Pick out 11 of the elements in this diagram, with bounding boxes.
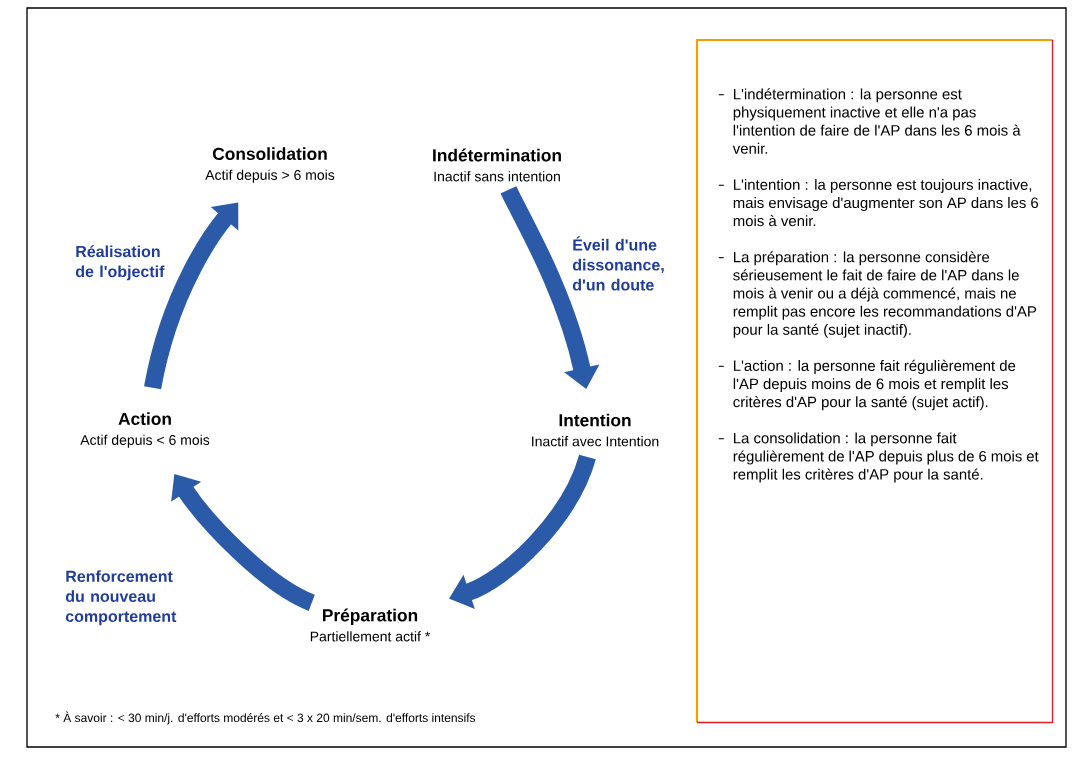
description-box: L'indétermination : la personne est physiquement inactive et elle n'a pas l'intention de faire de l'AP dans les 6 mois à venir. L'intention : la personne est toujours inactive, mais envisage d'augmenter son AP dans les 6 mois à venir. La préparation : la personne considère sérieusement le fait de faire de l'AP dans le mois à venir ou a déjà commencé, mais ne remplit pas encore les recommandations d'AP pour la santé (sujet inactif). L'action : la personne fait régulièrement de l'AP depuis moins de 6 mois et remplit les critères d'AP pour la santé (sujet actif). La consolidation : la personne fait régulièrement de l'AP depuis plus de 6 mois et remplit les critères d'AP pour la santé. xyxy=(695,38,1054,724)
stage-label: Action Actif depuis < 6 mois xyxy=(80,412,210,448)
edge-label: Réalisation de l'objectif xyxy=(75,245,165,281)
stage-label: Préparation Partiellement actif * xyxy=(310,608,431,642)
edge-label: Renforcement du nouveau comportement xyxy=(65,570,177,626)
stage-label: Intention Inactif avec Intention xyxy=(532,413,659,447)
edge-label: Éveil d'une dissonance, d'un doute xyxy=(572,236,664,291)
stage-label: Indétermination Inactif sans intention xyxy=(433,148,561,182)
cycle-arrow xyxy=(171,474,316,611)
stage-label: Consolidation Actif depuis > 6 mois xyxy=(205,147,335,183)
footnote: * À savoir : < 30 min/j. d'efforts modérés et < 3 x 20 min/sem. d'efforts intensifs xyxy=(55,711,476,725)
